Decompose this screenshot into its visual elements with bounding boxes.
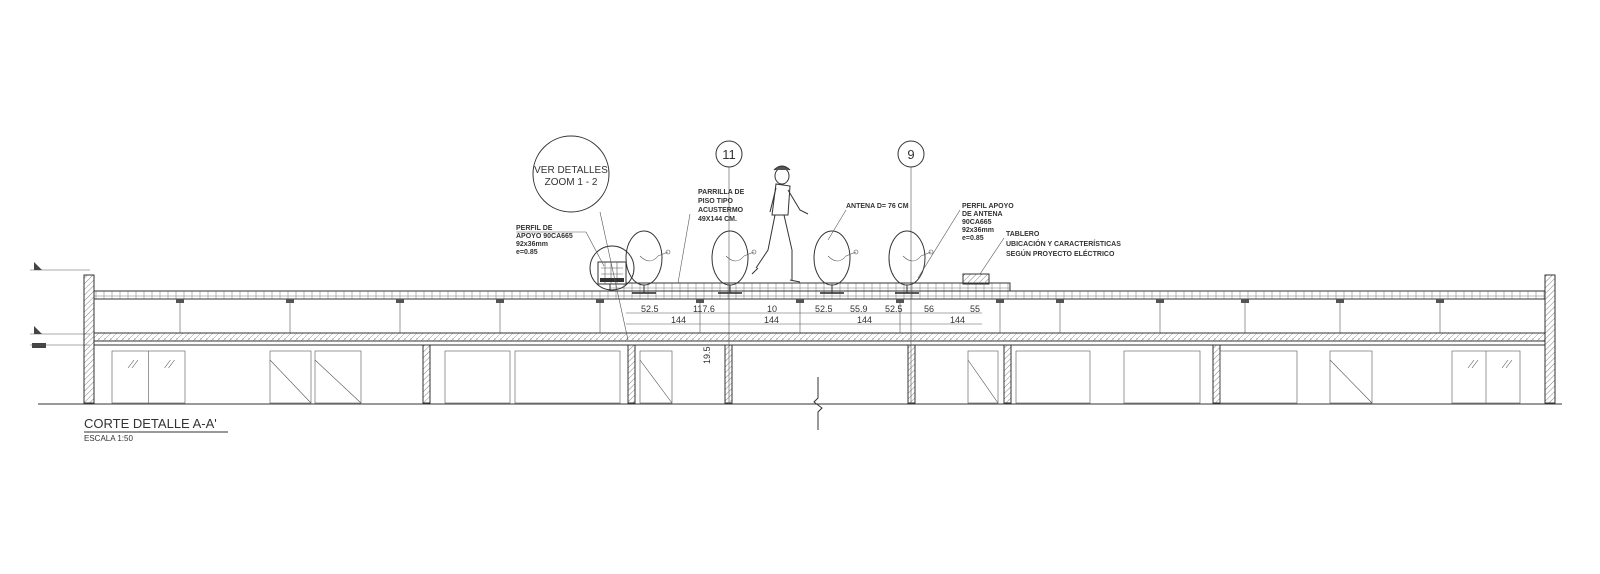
note-perfil-apoyo: PERFIL APOYO DE ANTENA 90CA665 92x36mm e… bbox=[917, 203, 1014, 279]
svg-text:PISO TIPO: PISO TIPO bbox=[698, 198, 734, 205]
break-line bbox=[813, 377, 823, 430]
grid-marker-9: 9 bbox=[897, 140, 925, 404]
note-perfil-de: PERFIL DE APOYO 90CA665 92x36mm e=0.85 bbox=[516, 225, 605, 267]
svg-text:90CA665: 90CA665 bbox=[962, 219, 992, 226]
svg-text:SEGÚN PROYECTO ELÉCTRICO: SEGÚN PROYECTO ELÉCTRICO bbox=[1006, 249, 1115, 258]
detail-callout: VER DETALLES ZOOM 1 - 2 bbox=[532, 135, 635, 341]
dimension-vertical: 19.5 bbox=[702, 346, 712, 364]
columns bbox=[422, 344, 1221, 404]
svg-text:144: 144 bbox=[950, 315, 965, 325]
grid-marker-11: 11 bbox=[715, 140, 743, 404]
svg-text:TABLERO: TABLERO bbox=[1006, 231, 1040, 238]
svg-text:52.5: 52.5 bbox=[641, 304, 659, 314]
drawing-scale: ESCALA 1:50 bbox=[84, 434, 133, 443]
svg-text:UBICACIÓN Y CARACTERÍSTICAS: UBICACIÓN Y CARACTERÍSTICAS bbox=[1006, 239, 1121, 248]
svg-text:92x36mm: 92x36mm bbox=[516, 241, 548, 248]
svg-text:DE ANTENA: DE ANTENA bbox=[962, 211, 1003, 218]
svg-text:92x36mm: 92x36mm bbox=[962, 227, 994, 234]
svg-text:55: 55 bbox=[970, 304, 980, 314]
svg-text:52.5: 52.5 bbox=[885, 304, 903, 314]
svg-text:PARRILLA DE: PARRILLA DE bbox=[698, 189, 745, 196]
svg-text:APOYO 90CA665: APOYO 90CA665 bbox=[516, 233, 573, 240]
svg-text:PERFIL DE: PERFIL DE bbox=[516, 225, 553, 232]
dimension-line-bottom: 144 144 144 144 bbox=[626, 315, 982, 325]
left-wall bbox=[83, 274, 95, 404]
right-wall bbox=[1544, 274, 1556, 404]
floor-grating bbox=[609, 282, 1011, 292]
note-parrilla: PARRILLA DE PISO TIPO ACUSTERMO 49X144 C… bbox=[677, 189, 745, 284]
svg-text:e=0.85: e=0.85 bbox=[962, 235, 984, 242]
svg-text:11: 11 bbox=[722, 147, 736, 162]
svg-text:49X144 CM.: 49X144 CM. bbox=[698, 216, 737, 223]
svg-text:144: 144 bbox=[764, 315, 779, 325]
note-tablero: TABLERO UBICACIÓN Y CARACTERÍSTICAS SEGÚ… bbox=[979, 231, 1121, 275]
roof-deck bbox=[93, 290, 1546, 300]
deck-supports bbox=[176, 299, 1444, 333]
note-antena: ANTENA D= 76 CM bbox=[827, 203, 909, 241]
person-figure bbox=[751, 165, 809, 283]
dimension-line-top: 52.5 117.6 10 52.5 55.9 52.5 56 55 bbox=[626, 304, 982, 314]
svg-text:10: 10 bbox=[767, 304, 777, 314]
tablero-box bbox=[962, 273, 990, 285]
svg-text:VER DETALLES: VER DETALLES bbox=[534, 165, 608, 176]
svg-text:56: 56 bbox=[924, 304, 934, 314]
svg-text:52.5: 52.5 bbox=[815, 304, 833, 314]
svg-text:144: 144 bbox=[857, 315, 872, 325]
equipment-box bbox=[597, 261, 627, 285]
svg-text:ACUSTERMO: ACUSTERMO bbox=[698, 207, 744, 214]
openings bbox=[111, 350, 1521, 404]
svg-text:PERFIL APOYO: PERFIL APOYO bbox=[962, 203, 1014, 210]
svg-text:9: 9 bbox=[907, 147, 914, 162]
level-marks-left bbox=[30, 262, 90, 348]
drawing-title: CORTE DETALLE A-A' bbox=[84, 416, 217, 431]
svg-text:ANTENA D= 76 CM: ANTENA D= 76 CM bbox=[846, 203, 909, 210]
svg-text:ZOOM 1 - 2: ZOOM 1 - 2 bbox=[545, 177, 598, 188]
svg-text:e=0.85: e=0.85 bbox=[516, 249, 538, 256]
svg-text:55.9: 55.9 bbox=[850, 304, 868, 314]
svg-text:117.6: 117.6 bbox=[693, 304, 715, 314]
svg-text:144: 144 bbox=[671, 315, 686, 325]
main-slab bbox=[93, 332, 1546, 342]
